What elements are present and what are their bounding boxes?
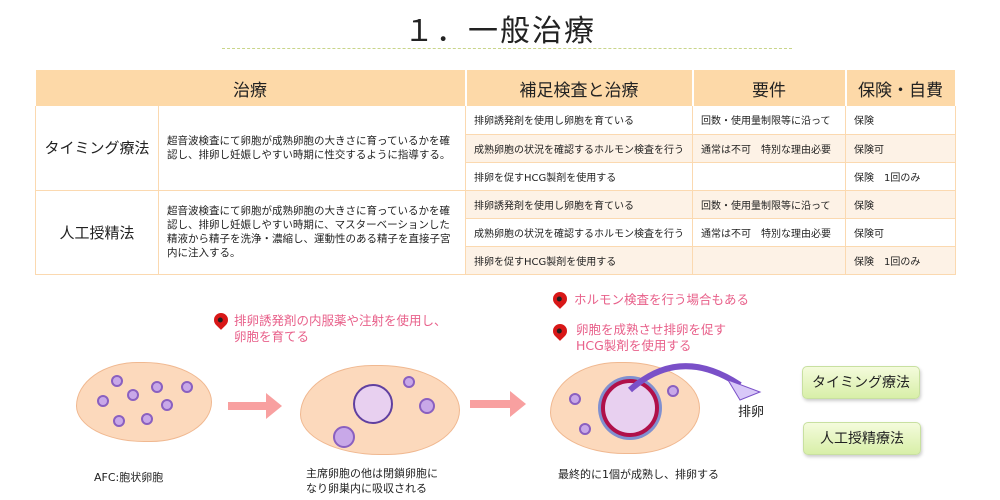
insurance-cell: 保険 1回のみ [845,162,956,191]
caption-mature: 最終的に1個が成熟し、排卵する [558,468,719,481]
treatment-name: タイミング療法 [35,106,159,191]
insurance-cell: 保険 [845,190,956,219]
ovulation-label: 排卵 [738,405,765,420]
requirement-cell [692,162,846,191]
supplement-cell: 排卵を促すHCG製剤を使用する [465,246,693,275]
table-row: 成熟卵胞の状況を確認するホルモン検査を行う通常は不可 特別な理由必要保険可 [36,134,956,163]
insurance-cell: 保険 [845,106,956,135]
note-hcg: 卵胞を成熟させ排卵を促す HCG製剤を使用する [576,322,727,353]
requirement-cell: 通常は不可 特別な理由必要 [692,218,846,247]
arrow-right-icon [228,393,282,419]
ovary-dominant [300,365,460,455]
supplement-cell: 排卵誘発剤を使用し卵胞を育ている [465,106,693,135]
page-title: １．一般治療 [404,14,596,49]
supplement-cell: 成熟卵胞の状況を確認するホルモン検査を行う [465,218,693,247]
caption-atresia: 主席卵胞の他は閉鎖卵胞に なり卵巣内に吸収される [306,467,438,495]
note-ovulation-drug: 排卵誘発剤の内服薬や注射を使用し、 卵胞を育てる [234,313,447,344]
header-requirement: 要件 [692,70,847,106]
supplement-cell: 成熟卵胞の状況を確認するホルモン検査を行う [465,134,693,163]
arrow-right-icon [470,391,526,417]
supplement-cell: 排卵誘発剤を使用し卵胞を育ている [465,190,693,219]
timing-therapy-button[interactable]: タイミング療法 [802,366,920,399]
requirement-cell: 回数・使用量制限等に沿って [692,190,846,219]
ovulation-arrow-icon [627,363,762,401]
table-row: 人工授精法超音波検査にて卵胞が成熟卵胞の大きさに育っているかを確認し、排卵し妊娠… [35,190,956,275]
treatment-description: 超音波検査にて卵胞が成熟卵胞の大きさに育っているかを確認し、排卵し妊娠しやすい時… [158,190,466,275]
map-pin-icon [211,310,231,330]
supplement-cell: 排卵を促すHCG製剤を使用する [465,162,693,191]
insurance-cell: 保険可 [845,134,956,163]
map-pin-icon [550,289,570,309]
treatment-table: 治療 補足検査と治療 要件 保険・自費 タイミング療法超音波検査にて卵胞が成熟卵… [35,70,957,275]
caption-afc: AFC:胞状卵胞 [94,471,164,484]
insurance-cell: 保険 1回のみ [845,246,956,275]
ovary-antral [76,362,212,442]
insurance-cell: 保険可 [845,218,956,247]
table-row: 排卵を促すHCG製剤を使用する 保険 1回のみ [36,246,956,275]
header-insurance: 保険・自費 [845,70,957,106]
treatment-name: 人工授精法 [35,190,159,275]
treatment-description: 超音波検査にて卵胞が成熟卵胞の大きさに育っているかを確認し、排卵し妊娠しやすい時… [158,106,466,191]
requirement-cell [692,246,846,275]
requirement-cell: 回数・使用量制限等に沿って [692,106,846,135]
header-treatment: 治療 [35,70,467,106]
map-pin-icon [550,321,570,341]
table-row: タイミング療法超音波検査にて卵胞が成熟卵胞の大きさに育っているかを確認し、排卵し… [35,106,956,191]
table-row: 排卵を促すHCG製剤を使用する 保険 1回のみ [36,162,956,191]
ovary-mature [550,362,700,454]
title-divider [222,48,792,49]
artificial-insemination-button[interactable]: 人工授精療法 [803,422,921,455]
table-row: 成熟卵胞の状況を確認するホルモン検査を行う通常は不可 特別な理由必要保険可 [36,218,956,247]
requirement-cell: 通常は不可 特別な理由必要 [692,134,846,163]
note-hormone-test: ホルモン検査を行う場合もある [574,292,750,307]
header-supplement: 補足検査と治療 [465,70,694,106]
